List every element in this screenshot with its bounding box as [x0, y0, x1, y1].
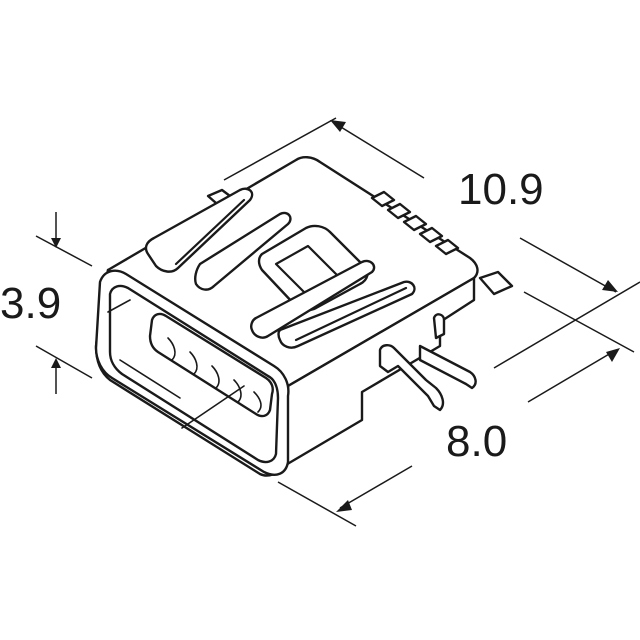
width-label: 8.0 [446, 417, 507, 466]
arrow-head [602, 280, 618, 292]
terminal-4 [418, 226, 444, 244]
extension-line [35, 235, 93, 267]
dimension-line [339, 465, 413, 509]
latch-spring-left [174, 198, 246, 266]
dimension-width: 8.0 [277, 281, 640, 527]
pin-2 [189, 351, 198, 375]
dimension-line [335, 123, 425, 179]
contact-pins [167, 337, 262, 413]
extension-line [493, 281, 640, 369]
terminal-2 [386, 202, 412, 220]
latch-slot-left [144, 187, 254, 273]
extension-line [519, 237, 617, 293]
pin-5 [253, 391, 262, 413]
inner-shelf-line [119, 359, 181, 399]
side-wall [282, 276, 476, 468]
dimension-line [527, 349, 617, 403]
latch-slots [144, 187, 416, 349]
mounting-tab-2 [418, 344, 477, 390]
dimension-length: 10.9 [223, 117, 618, 293]
side-peg [432, 313, 446, 340]
arrow-head [51, 358, 61, 368]
pin-4 [233, 379, 242, 403]
inner-shelf-line [181, 385, 245, 429]
height-label: 3.9 [0, 279, 61, 328]
latch-slot-right-1 [250, 259, 376, 339]
terminal-1 [370, 190, 396, 208]
inner-shelf-line [107, 299, 131, 313]
extension-line [277, 481, 357, 527]
dimension-height: 3.9 [0, 212, 93, 394]
latch-spring-right [294, 286, 408, 342]
pin-3 [211, 365, 220, 389]
pin-1 [167, 337, 176, 361]
length-label: 10.9 [458, 165, 544, 214]
extension-line [35, 345, 93, 379]
connector-body [94, 156, 514, 477]
terminal-3 [402, 214, 428, 232]
arrow-head [51, 238, 61, 248]
rear-terminals [370, 190, 460, 256]
receptacle-opening [148, 312, 274, 418]
arrow-head [330, 120, 346, 132]
arrow-head [336, 500, 352, 512]
arrow-head [606, 348, 620, 362]
extension-line [223, 117, 337, 181]
extension-line [523, 291, 635, 353]
terminal-5 [434, 238, 460, 256]
rear-tab-right [478, 270, 514, 296]
mounting-tab [378, 344, 445, 412]
latch-slot-mid [194, 211, 292, 291]
